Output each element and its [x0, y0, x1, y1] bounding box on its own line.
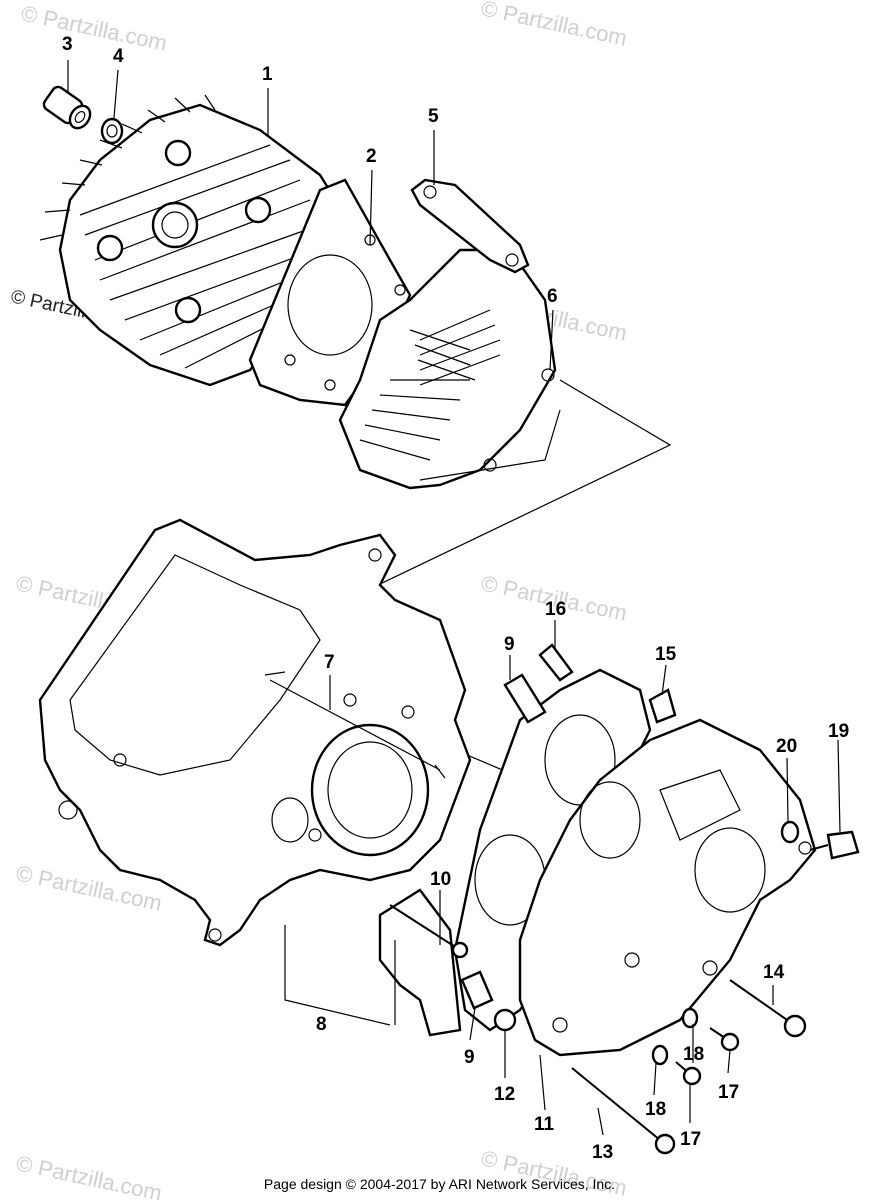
callout-14: 14 [763, 962, 785, 983]
watermark: © Partzilla.com [479, 0, 629, 51]
callout-17-a: 17 [718, 1082, 739, 1103]
part-8-block [284, 888, 462, 1037]
part-9-dowel-lower [460, 970, 494, 1010]
part-5-manifold [410, 178, 530, 274]
part-6-cylinder [338, 248, 561, 490]
callout-9-upper: 9 [504, 634, 515, 655]
part-17-bolt-a [709, 1027, 740, 1052]
callout-4: 4 [113, 46, 124, 67]
callout-18-b: 18 [645, 1099, 666, 1120]
callout-7: 7 [324, 652, 335, 673]
part-20-washer [780, 820, 800, 844]
part-11-crankcase-cover [518, 718, 817, 1057]
part-13-bolt [571, 1067, 676, 1155]
callout-18-a: 18 [683, 1044, 704, 1065]
part-7-crankcase-upper [38, 518, 472, 947]
part-18-washer-b [651, 1044, 669, 1066]
callout-1: 1 [262, 64, 273, 85]
part-9-dowel-upper [503, 673, 547, 724]
callout-8: 8 [316, 1014, 327, 1035]
callout-10: 10 [430, 869, 451, 890]
callout-5: 5 [428, 106, 439, 127]
watermark: © Partzilla.com [19, 0, 169, 55]
part-19-drain-bolt [809, 830, 860, 860]
part-10-stud [389, 904, 469, 959]
callout-11: 11 [534, 1114, 555, 1135]
leader-lines-lower [329, 620, 841, 1136]
part-14-bolt [729, 979, 807, 1038]
callout-15: 15 [655, 644, 677, 665]
callout-19: 19 [828, 721, 849, 742]
callout-12: 12 [494, 1084, 515, 1105]
callout-17-b: 17 [680, 1129, 701, 1150]
callout-9-lower: 9 [464, 1047, 475, 1068]
copyright-footer: Page design © 2004-2017 by ARI Network S… [263, 1176, 616, 1192]
part-17-bolt-b [675, 1061, 702, 1086]
part-16-pin [538, 643, 574, 682]
callout-3: 3 [62, 34, 73, 55]
part-18-washer-a [681, 1007, 699, 1029]
callout-20: 20 [776, 736, 797, 757]
callout-labels: 3 4 1 2 5 6 7 9 16 15 20 19 10 8 9 12 11… [62, 34, 849, 1163]
callout-2: 2 [366, 146, 377, 167]
callout-13: 13 [592, 1142, 613, 1163]
callout-16: 16 [545, 599, 566, 620]
part-4-washer [100, 117, 124, 145]
callout-6: 6 [547, 286, 558, 307]
part-3-spacer [42, 85, 92, 130]
